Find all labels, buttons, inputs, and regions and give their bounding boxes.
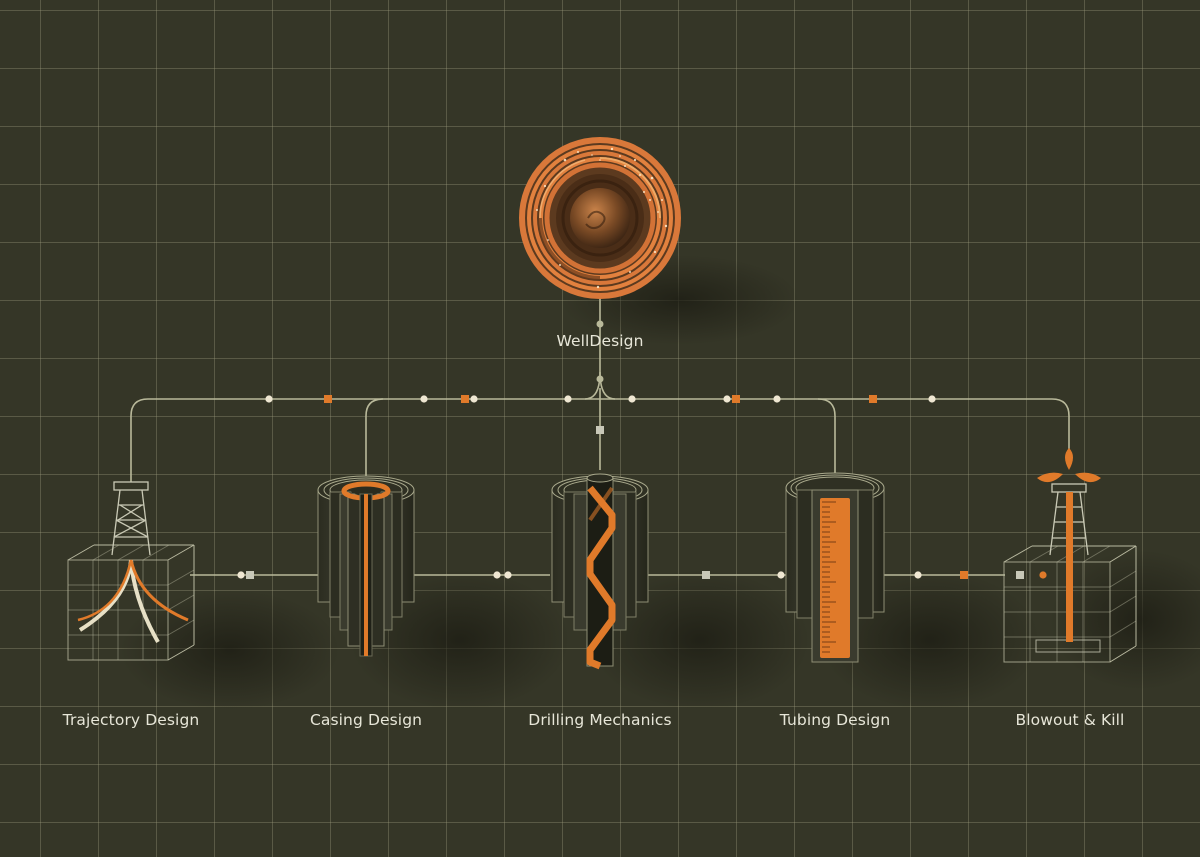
module-label-casing-design: Casing Design [309,711,423,729]
drop-line-casing [365,398,384,478]
connector-nodes [237,320,1047,579]
drop-shadows [120,255,1200,710]
root-branch-right [599,371,616,400]
module-label-drilling-mechanics: Drilling Mechanics [528,711,672,729]
module-label-tubing-design: Tubing Design [779,711,891,729]
module-label-trajectory-design: Trajectory Design [62,711,200,729]
drop-line-blowout [1051,398,1070,458]
casing-cylinder-icon [317,475,415,657]
derrick-trajectory-cube-icon [67,481,195,661]
root-branch-left [584,371,601,400]
root-label: WellDesign [556,332,644,350]
module-label-blowout-kill: Blowout & Kill [1015,711,1125,729]
tubing-scale-cylinder-icon [785,472,885,663]
drop-line-trajectory [130,398,149,488]
drill-spiral-cylinder-icon [551,473,649,670]
target-orb-icon [519,137,681,299]
drop-line-tubing [817,398,836,478]
blowout-derrick-cube-icon [1003,448,1137,663]
